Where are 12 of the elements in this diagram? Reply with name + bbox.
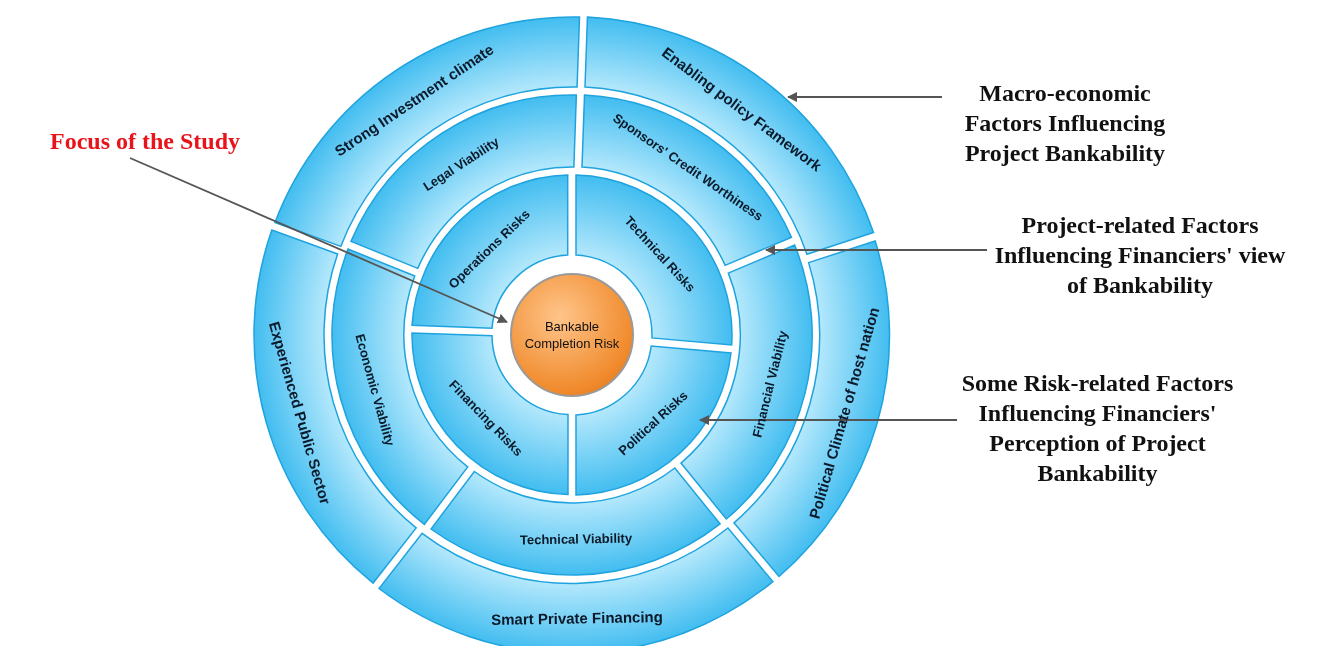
leader-arrow [699, 415, 958, 425]
callout-text: Some Risk-related Factors Influencing Financiers' Perception of Project Bankability [960, 368, 1235, 488]
leader-arrow [765, 245, 988, 255]
callout-text: Focus of the Study [0, 126, 290, 156]
callout-text: Project-related Factors Influencing Financiers' view of Bankability [990, 210, 1290, 300]
center-label: Bankable Completion Risk [523, 318, 621, 352]
segment-label: Smart Private Financing [490, 607, 663, 628]
callout-text: Macro-economic Factors Influencing Project Bankability [945, 78, 1185, 168]
leader-arrow [129, 157, 508, 323]
center-circle [510, 273, 634, 397]
segment-label: Technical Viability [519, 530, 632, 548]
leader-arrow [787, 92, 943, 102]
